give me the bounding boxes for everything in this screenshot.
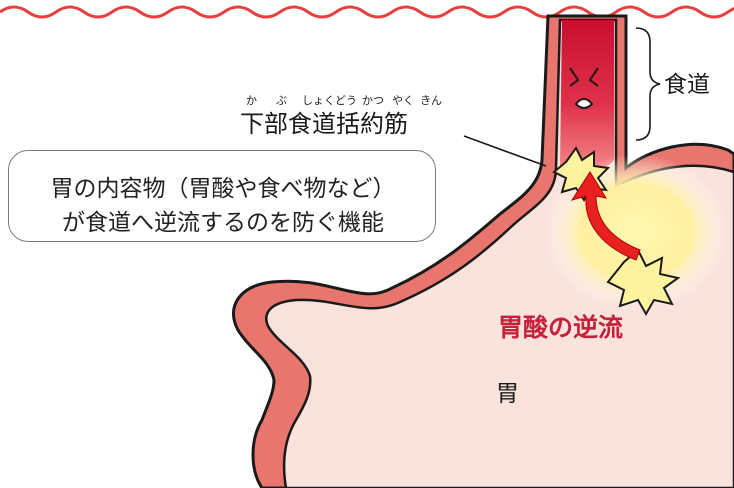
esophagus-interior (560, 20, 614, 172)
stomach-label: 胃 (496, 381, 519, 407)
ruby-bu: ぶ (276, 94, 287, 107)
reflux-arrow (570, 171, 641, 261)
ruby-ka: か (246, 94, 257, 107)
function-callout: 胃の内容物（胃酸や食べ物など） が食道へ逆流するのを防ぐ機能 (8, 150, 436, 242)
acid-splash-bottom (606, 248, 681, 317)
pained-face (569, 67, 599, 109)
sphincter-label: 下部食道括約筋 (240, 110, 408, 138)
wavy-border (0, 5, 734, 19)
acid-reflux-label: 胃酸の逆流 (498, 313, 624, 342)
esophagus-label: 食道 (664, 72, 710, 98)
sphincter-leader-line (463, 135, 547, 167)
ruby-katsu: かつ (362, 94, 384, 107)
stomach-lining (265, 18, 734, 488)
esophagus-brace (635, 27, 661, 141)
ruby-kin: きん (420, 94, 442, 107)
ruby-shokudou: しょくどう (302, 94, 357, 107)
callout-line-2: が食道へ逆流するのを防ぐ機能 (62, 210, 384, 236)
ruby-yaku: やく (392, 94, 414, 107)
callout-line-1: 胃の内容物（胃酸や食べ物など） (50, 176, 396, 202)
